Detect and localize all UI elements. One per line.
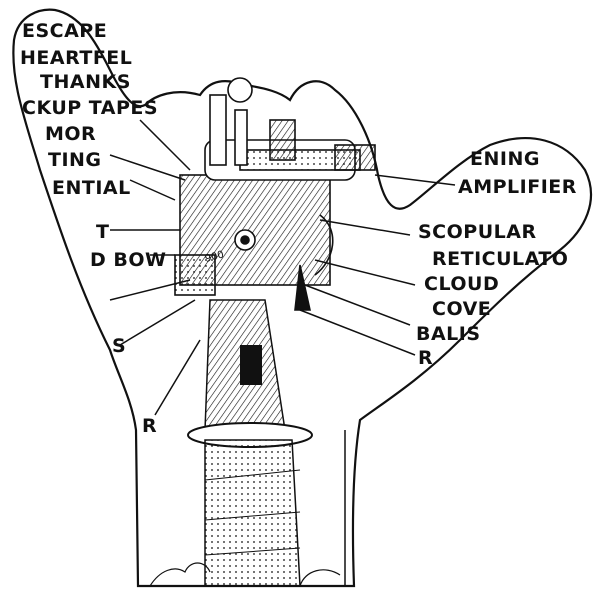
label-s: S xyxy=(112,335,126,357)
label-ting: TING xyxy=(48,149,102,171)
label-amplifier: AMPLIFIER xyxy=(458,176,577,198)
drawing-number-label: 900 xyxy=(204,249,225,265)
label-escape: ESCAPE xyxy=(22,20,107,42)
background-clouds xyxy=(149,562,341,587)
label-r-right: R xyxy=(418,347,433,369)
hand-outline xyxy=(12,8,593,588)
label-cove: COVE xyxy=(432,298,491,320)
label-backup-tapes: CKUP TAPES xyxy=(22,97,158,119)
label-cloud: CLOUD xyxy=(424,273,499,295)
machinery-cluster: 900 xyxy=(174,77,376,311)
label-ening: ENING xyxy=(470,148,540,170)
label-reticulato: RETICULATO xyxy=(432,248,568,270)
label-balis: BALIS xyxy=(416,323,481,345)
label-d-bow: D BOW xyxy=(90,249,166,271)
right-labels: ENING AMPLIFIER SCOPULAR RETICULATO CLOU… xyxy=(416,148,577,369)
label-heartfel: HEARTFEL xyxy=(20,47,132,69)
label-t: T xyxy=(96,221,109,243)
left-labels: ESCAPE HEARTFEL THANKS CKUP TAPES MOR TI… xyxy=(20,20,166,437)
label-mor: MOR xyxy=(45,123,96,145)
label-scopular: SCOPULAR xyxy=(418,221,537,243)
tower xyxy=(187,299,313,587)
label-r: R xyxy=(142,415,157,437)
label-ential: ENTIAL xyxy=(52,177,131,199)
label-thanks: THANKS xyxy=(40,71,131,93)
leader-lines xyxy=(109,119,456,416)
